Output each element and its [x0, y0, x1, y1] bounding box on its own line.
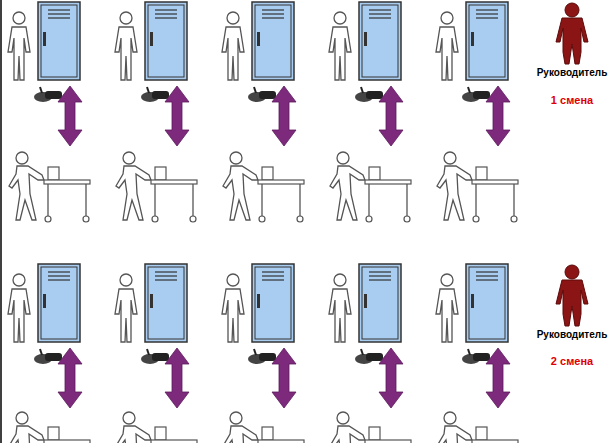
- conveyor-worker: [116, 412, 197, 443]
- frame-line: [0, 0, 2, 443]
- worker-figure: [115, 12, 137, 80]
- double-arrow: [379, 348, 403, 408]
- conveyor-worker: [330, 412, 411, 443]
- worker-figure: [8, 274, 30, 342]
- grinder-symbol: [34, 349, 62, 364]
- locker-symbol: [145, 264, 187, 342]
- locker-symbol: [359, 2, 401, 80]
- worker-figure: [8, 12, 30, 80]
- grinder-symbol: [141, 349, 169, 364]
- role-label: Руководитель: [537, 67, 608, 79]
- conveyor-worker: [116, 152, 197, 222]
- double-arrow: [379, 86, 403, 146]
- double-arrow: [272, 86, 296, 146]
- double-arrow: [58, 86, 82, 146]
- locker-symbol: [38, 2, 80, 80]
- worker-figure: [115, 274, 137, 342]
- conveyor-worker: [437, 412, 518, 443]
- locker-symbol: [145, 2, 187, 80]
- double-arrow: [165, 348, 189, 408]
- grinder-symbol: [462, 87, 490, 102]
- locker-symbol: [466, 264, 508, 342]
- locker-symbol: [466, 2, 508, 80]
- role-label: Руководитель: [537, 329, 608, 341]
- grinder-symbol: [355, 87, 383, 102]
- manager-figure: [556, 3, 588, 64]
- worker-figure: [329, 12, 351, 80]
- locker-symbol: [38, 264, 80, 342]
- grinder-symbol: [248, 87, 276, 102]
- locker-symbol: [252, 264, 294, 342]
- shift-label: 1 смена: [551, 94, 593, 107]
- manager-figure: [556, 265, 588, 326]
- locker-symbol: [252, 2, 294, 80]
- grinder-symbol: [355, 349, 383, 364]
- grinder-symbol: [462, 349, 490, 364]
- double-arrow: [272, 348, 296, 408]
- conveyor-worker: [437, 152, 518, 222]
- conveyor-worker: [9, 152, 90, 222]
- conveyor-worker: [223, 152, 304, 222]
- worker-figure: [329, 274, 351, 342]
- double-arrow: [486, 348, 510, 408]
- worker-figure: [222, 274, 244, 342]
- conveyor-worker: [223, 412, 304, 443]
- grinder-symbol: [248, 349, 276, 364]
- grinder-symbol: [34, 87, 62, 102]
- conveyor-worker: [9, 412, 90, 443]
- shift-2-row: [8, 264, 588, 443]
- shift-label: 2 смена: [551, 355, 593, 368]
- worker-figure: [222, 12, 244, 80]
- worker-figure: [436, 274, 458, 342]
- locker-symbol: [359, 264, 401, 342]
- worker-figure: [436, 12, 458, 80]
- double-arrow: [165, 86, 189, 146]
- double-arrow: [486, 86, 510, 146]
- conveyor-worker: [330, 152, 411, 222]
- shift-1-row: [8, 2, 588, 222]
- double-arrow: [58, 348, 82, 408]
- grinder-symbol: [141, 87, 169, 102]
